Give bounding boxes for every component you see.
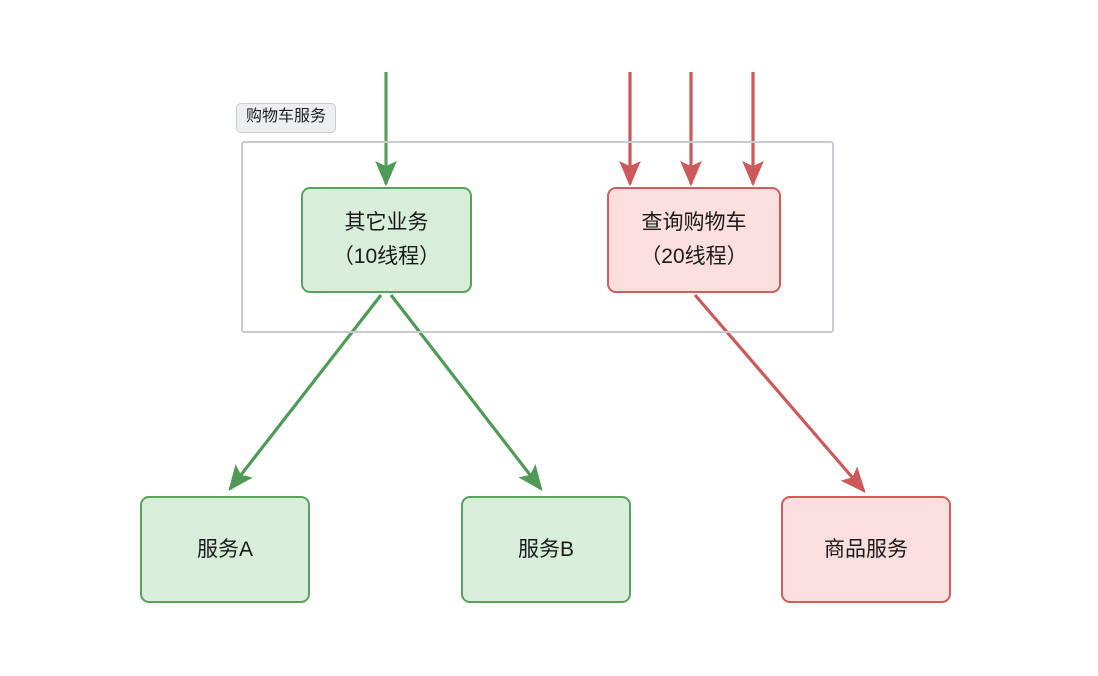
node-other-business[interactable]: 其它业务 （10线程） <box>301 187 472 293</box>
node-service-b[interactable]: 服务B <box>461 496 631 603</box>
node-product-service[interactable]: 商品服务 <box>781 496 951 603</box>
edge-query-cart-to-product-service <box>693 293 866 493</box>
node-query-shopping-cart[interactable]: 查询购物车 （20线程） <box>607 187 781 293</box>
node-query-shopping-cart-line1: 查询购物车 <box>641 211 747 234</box>
node-service-a[interactable]: 服务A <box>140 496 310 603</box>
node-service-a-label: 服务A <box>196 537 253 561</box>
node-other-business-line2: （10线程） <box>332 245 441 268</box>
node-other-business-line1: 其它业务 <box>344 211 429 234</box>
node-product-service-label: 商品服务 <box>824 537 908 561</box>
node-query-shopping-cart-line2: （20线程） <box>640 245 748 268</box>
group-container-shopping-cart-service <box>241 141 834 333</box>
edge-other-business-to-service-a <box>228 294 383 492</box>
node-service-b-label: 服务B <box>517 537 574 561</box>
edge-other-business-to-service-b <box>389 294 543 492</box>
group-label-shopping-cart-service: 购物车服务 <box>236 103 337 133</box>
